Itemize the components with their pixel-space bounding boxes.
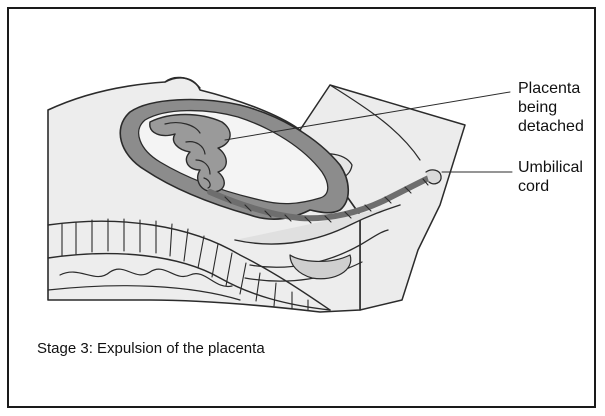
cord-label-line-2: cord	[518, 177, 598, 196]
placenta-label-line-3: detached	[518, 117, 598, 136]
placenta-label-line-2: being	[518, 98, 598, 117]
figure-caption: Stage 3: Expulsion of the placenta	[37, 340, 265, 357]
cord-label-line-1: Umbilical	[518, 158, 598, 177]
umbilical-cord-label: Umbilical cord	[518, 158, 598, 196]
placenta-label-line-1: Placenta	[518, 79, 598, 98]
placenta-label: Placenta being detached	[518, 79, 598, 136]
